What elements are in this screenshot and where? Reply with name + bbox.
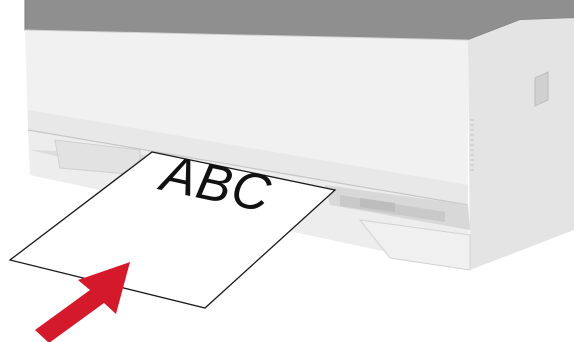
- printer-side-panel: [468, 18, 574, 270]
